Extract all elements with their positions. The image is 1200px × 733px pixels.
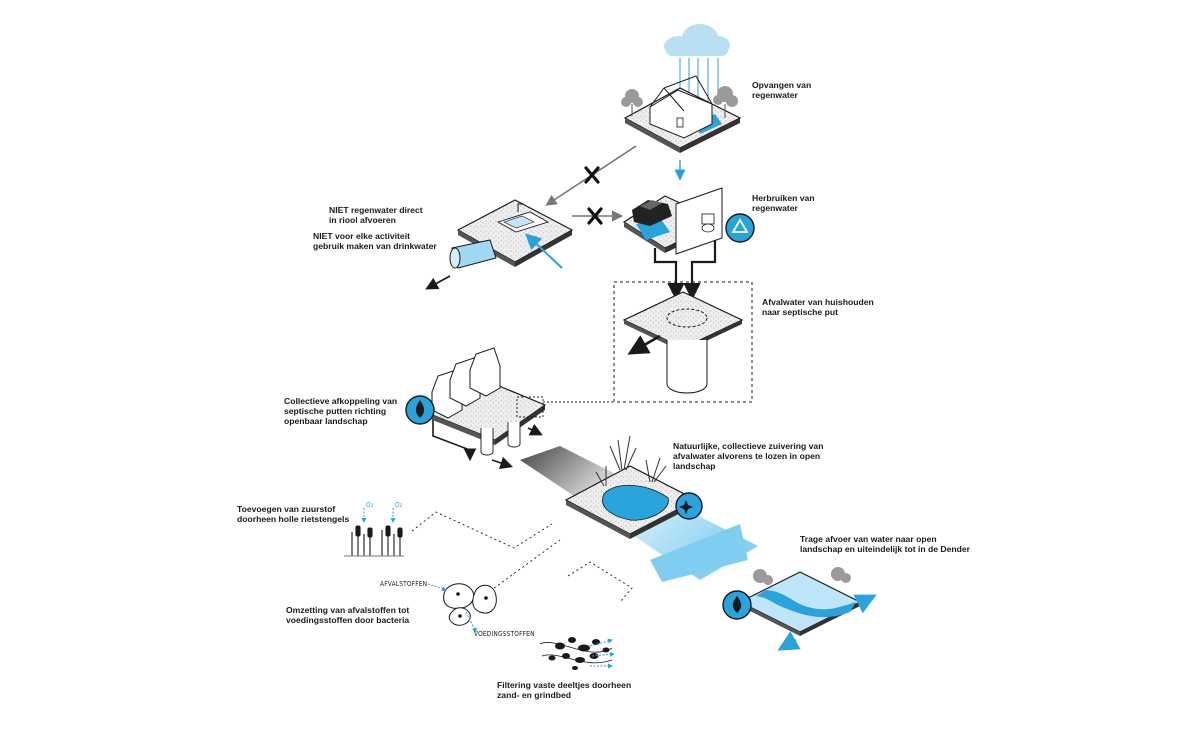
label-line: openbaar landschap bbox=[284, 416, 368, 426]
label-line: landschap en uiteindelijk tot in de Dend… bbox=[800, 544, 970, 554]
label-zuivering: Natuurlijke, collectieve zuivering van a… bbox=[673, 441, 823, 471]
gravel-filter-icon bbox=[539, 637, 615, 670]
label-line: voedingsstoffen door bacteria bbox=[286, 615, 410, 625]
label-line: septische putten richting bbox=[284, 406, 387, 416]
label-line: Natuurlijke, collectieve zuivering van bbox=[673, 441, 824, 451]
label-line: zand- en grindbed bbox=[497, 690, 571, 700]
label-line: regenwater bbox=[752, 203, 798, 213]
label-line: Opvangen van bbox=[752, 80, 812, 90]
cross-icon bbox=[584, 166, 600, 184]
label-line: landschap bbox=[673, 461, 716, 471]
caption-afvalstoffen: AFVALSTOFFEN bbox=[380, 579, 428, 588]
caption-o2: O₂ bbox=[395, 500, 403, 509]
label-trage-afvoer: Trage afvoer van water naar open landsch… bbox=[800, 534, 970, 554]
flow-band-head bbox=[650, 524, 748, 582]
label-line: Toevoegen van zuurstof bbox=[237, 504, 336, 514]
caption-o2: O₂ bbox=[366, 500, 374, 509]
label-line: Afvalwater van huishouden bbox=[762, 297, 874, 307]
caption-voedingsstoffen: VOEDINGSSTOFFEN bbox=[474, 629, 535, 638]
label-herbruiken: Herbruiken van regenwater bbox=[752, 193, 815, 213]
cross-icon bbox=[587, 207, 603, 225]
sewer-arrow bbox=[425, 275, 451, 290]
tile-landscape bbox=[738, 571, 862, 636]
water-drop-icon bbox=[722, 590, 752, 620]
tile-reuse bbox=[622, 187, 723, 255]
label-line: naar septische put bbox=[762, 307, 838, 317]
tile-houses bbox=[418, 347, 547, 456]
label-collectieve: Collectieve afkoppeling van septische pu… bbox=[284, 396, 397, 426]
label-line: gebruik maken van drinkwater bbox=[313, 241, 437, 251]
label-omzetting: Omzetting van afvalstoffen tot voedingss… bbox=[286, 605, 409, 625]
label-line: Trage afvoer van water naar open bbox=[800, 534, 937, 544]
label-line: regenwater bbox=[752, 90, 798, 100]
sparkle-icon bbox=[675, 492, 703, 520]
label-line: NIET regenwater direct bbox=[329, 205, 423, 215]
septic-outflow-arrow bbox=[627, 334, 661, 355]
label-line: Herbruiken van bbox=[752, 193, 815, 203]
outflow-arrow-left bbox=[777, 631, 801, 651]
tile-rain-collection bbox=[623, 75, 742, 153]
label-line: NIET voor elke activiteit bbox=[313, 231, 410, 241]
label-zuurstof: Toevoegen van zuurstof doorheen holle ri… bbox=[237, 504, 349, 524]
pipe-icon bbox=[449, 239, 497, 269]
detail-leader-lines bbox=[411, 511, 633, 603]
label-niet-drinkwater: NIET voor elke activiteit gebruik maken … bbox=[313, 231, 437, 251]
label-line: Collectieve afkoppeling van bbox=[284, 396, 398, 406]
label-septische-put: Afvalwater van huishouden naar septische… bbox=[762, 297, 874, 317]
septic-detail-box bbox=[613, 281, 753, 403]
label-niet-riool: NIET regenwater direct in riool afvoeren bbox=[329, 205, 423, 225]
label-line: doorheen holle rietstengels bbox=[237, 514, 350, 524]
tree-icon bbox=[621, 86, 738, 118]
reed-oxygen-icon bbox=[344, 508, 404, 557]
label-line: afvalwater alvorens te lozen in open bbox=[673, 451, 821, 461]
label-opvangen: Opvangen van regenwater bbox=[752, 80, 811, 100]
collection-arrows bbox=[432, 420, 543, 470]
cloud-icon bbox=[664, 24, 730, 56]
drinkwater-arrow bbox=[525, 233, 563, 269]
downpipe-lines bbox=[653, 240, 717, 301]
label-line: Filtering vaste deeltjes doorheen bbox=[497, 680, 632, 690]
tree-icon bbox=[753, 567, 851, 585]
label-line: Omzetting van afvalstoffen tot bbox=[286, 605, 410, 615]
tile-septic bbox=[622, 291, 744, 394]
label-line: in riool afvoeren bbox=[329, 215, 396, 225]
label-filtering: Filtering vaste deeltjes doorheen zand- … bbox=[497, 680, 631, 700]
outflow-arrow-right bbox=[853, 594, 877, 614]
recycle-icon bbox=[725, 213, 755, 243]
water-drop-house-icon bbox=[405, 395, 435, 425]
bacteria-icon bbox=[427, 583, 497, 633]
